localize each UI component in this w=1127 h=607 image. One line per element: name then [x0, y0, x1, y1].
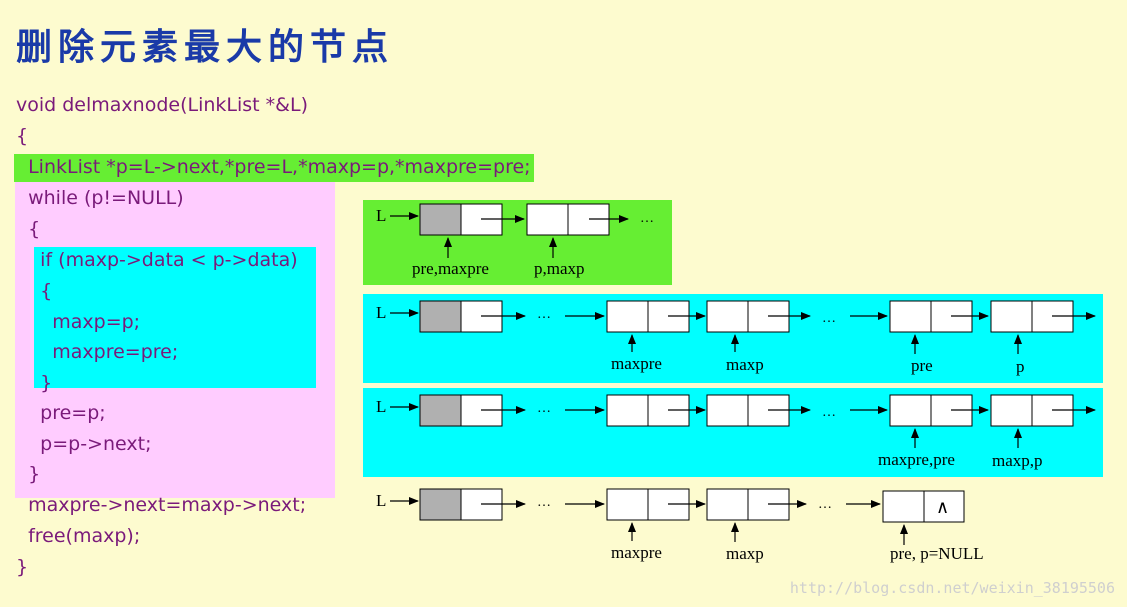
node-data — [706, 394, 749, 427]
head-node-data — [419, 488, 462, 521]
null-symbol: ∧ — [936, 497, 949, 517]
code-line: LinkList *p=L->next,*pre=L,*maxp=p,*maxp… — [16, 156, 531, 178]
node-data — [606, 394, 649, 427]
pointer-label: pre, p=NULL — [890, 544, 984, 563]
code-block: void delmaxnode(LinkList *&L) { LinkList… — [0, 0, 560, 607]
highlight-cyan — [34, 247, 316, 388]
ellipsis: … — [640, 211, 654, 226]
head-node-data — [419, 203, 462, 236]
pointer-label: pre,maxpre — [412, 259, 489, 278]
node-data — [606, 488, 649, 521]
ellipsis: … — [537, 495, 551, 510]
highlight-green — [14, 154, 534, 182]
code-line: p=p->next; — [16, 433, 152, 455]
pointer-label: maxpre — [611, 543, 662, 562]
ellipsis: … — [822, 405, 836, 420]
node-next — [923, 490, 965, 523]
ellipsis: … — [537, 307, 551, 322]
pointer-label: p,maxp — [534, 259, 585, 278]
diagram-4: L … … ∧ maxpre maxp pre, p=NULL — [376, 488, 984, 563]
node-data — [526, 203, 569, 236]
code-line: { — [16, 280, 53, 302]
head-label: L — [376, 491, 386, 510]
pointer-label: maxpre,pre — [878, 450, 955, 469]
code-line: maxp=p; — [16, 311, 141, 333]
code-line: while (p!=NULL) — [16, 187, 184, 209]
pointer-label: maxp — [726, 355, 764, 374]
pointer-label: pre — [911, 356, 933, 375]
head-label: L — [376, 206, 386, 225]
node-data — [889, 300, 932, 333]
node-data — [706, 488, 749, 521]
diagram-1-background — [363, 200, 672, 285]
node-data — [889, 394, 932, 427]
code-line: } — [16, 372, 53, 394]
node-data — [882, 490, 925, 523]
watermark: http://blog.csdn.net/weixin_38195506 — [789, 579, 1115, 597]
code-line: if (maxp->data < p->data) — [16, 249, 298, 271]
code-line: maxpre->next=maxp->next; — [16, 494, 307, 516]
pointer-label: maxp — [726, 544, 764, 563]
head-node-data — [419, 394, 462, 427]
node-data — [606, 300, 649, 333]
code-line: } — [16, 556, 29, 578]
pointer-label: maxp,p — [992, 451, 1043, 470]
node-data — [990, 300, 1033, 333]
code-line: void delmaxnode(LinkList *&L) — [16, 94, 308, 116]
diagram-2: L … … maxpre maxp pre p — [376, 300, 1096, 376]
node-data — [706, 300, 749, 333]
pointer-label: p — [1016, 357, 1025, 376]
ellipsis: … — [818, 497, 832, 512]
code-line: maxpre=pre; — [16, 341, 179, 363]
code-line: { — [16, 125, 29, 147]
code-line: { — [16, 218, 41, 240]
diagram-3: L … … maxpre,pre maxp,p — [376, 394, 1096, 470]
code-line: pre=p; — [16, 402, 106, 424]
head-label: L — [376, 303, 386, 322]
page-title: 删除元素最大的节点 — [16, 26, 395, 68]
code-line: } — [16, 463, 41, 485]
code-line: free(maxp); — [16, 525, 141, 547]
ellipsis: … — [822, 311, 836, 326]
ellipsis: … — [537, 401, 551, 416]
diagram-1: L … pre,maxpre p,maxp — [376, 203, 654, 278]
head-node-data — [419, 300, 462, 333]
pointer-label: maxpre — [611, 354, 662, 373]
node-data — [990, 394, 1033, 427]
head-label: L — [376, 397, 386, 416]
